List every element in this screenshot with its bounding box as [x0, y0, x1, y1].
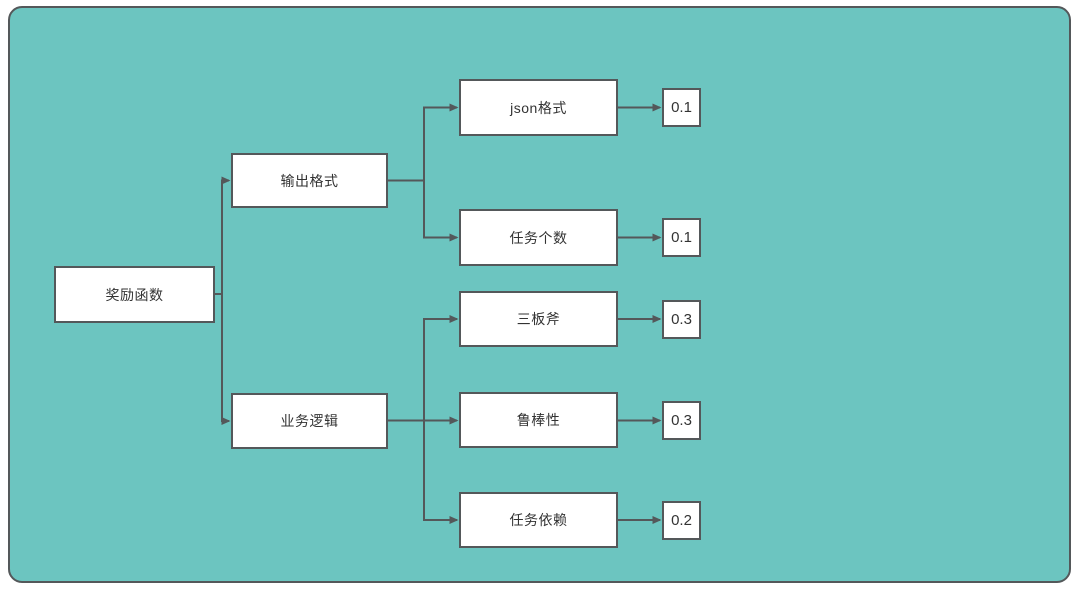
node-task-count: 任务个数 [459, 209, 618, 266]
node-reward-function-label: 奖励函数 [105, 286, 164, 303]
weight-task-count: 0.1 [671, 229, 692, 246]
weight-json-format: 0.1 [671, 99, 692, 116]
node-business-logic: 业务逻辑 [231, 393, 388, 449]
node-task-dependency: 任务依赖 [459, 492, 618, 548]
weight-box-task-dependency: 0.2 [662, 501, 701, 540]
node-output-format-label: 输出格式 [280, 172, 339, 189]
node-json-format-label: json格式 [510, 99, 567, 116]
node-business-logic-label: 业务逻辑 [280, 413, 339, 429]
weight-task-dependency: 0.2 [671, 512, 692, 529]
weight-box-json-format: 0.1 [662, 88, 701, 127]
node-output-format: 输出格式 [231, 153, 388, 208]
node-robustness-label: 鲁棒性 [516, 412, 561, 428]
node-three-axes-label: 三板斧 [516, 311, 561, 327]
node-robustness: 鲁棒性 [459, 392, 618, 448]
node-three-axes: 三板斧 [459, 291, 618, 347]
weight-box-three-axes: 0.3 [662, 300, 701, 339]
weight-box-robustness: 0.3 [662, 401, 701, 440]
weight-three-axes: 0.3 [671, 311, 692, 328]
node-task-dependency-label: 任务依赖 [509, 512, 568, 528]
node-json-format: json格式 [459, 79, 618, 136]
node-task-count-label: 任务个数 [509, 229, 568, 246]
node-reward-function: 奖励函数 [54, 266, 215, 323]
weight-robustness: 0.3 [671, 412, 692, 429]
weight-box-task-count: 0.1 [662, 218, 701, 257]
